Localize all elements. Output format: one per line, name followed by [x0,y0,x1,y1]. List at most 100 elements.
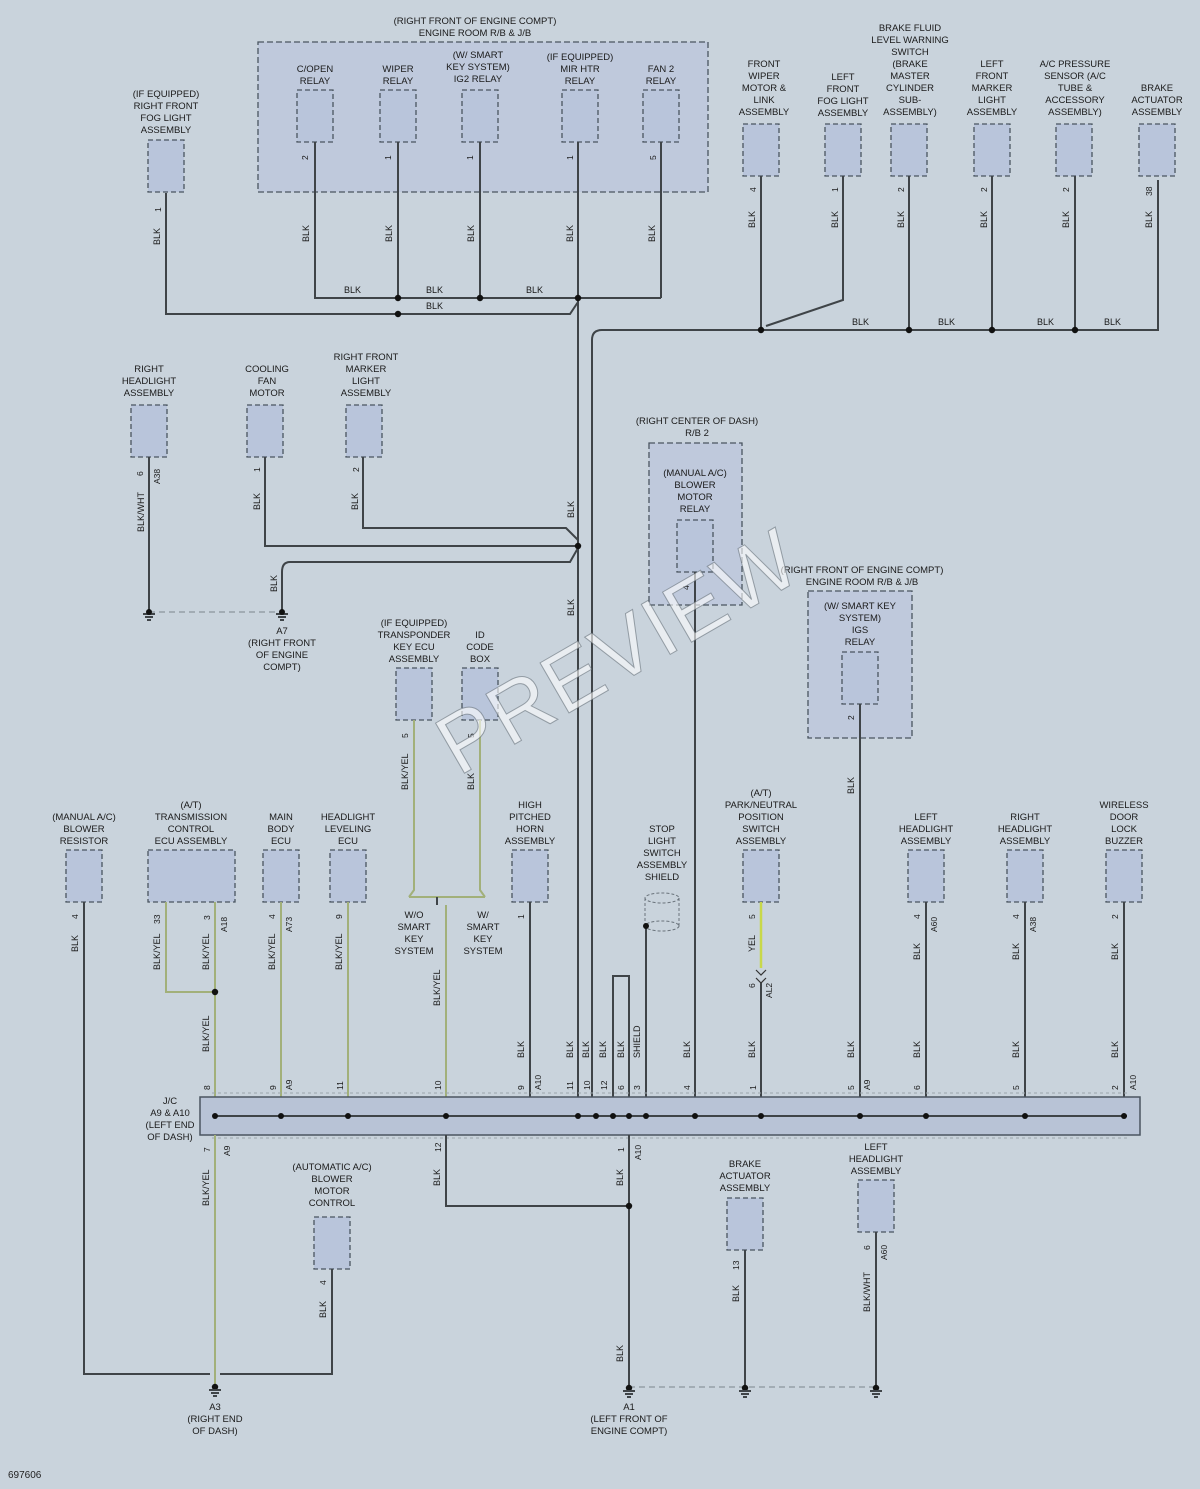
svg-text:W/: W/ [477,910,489,921]
below-jc-wiring: BLK/YEL BLK BLK BLK [201,1135,633,1387]
svg-text:BLK/YEL: BLK/YEL [201,1015,211,1052]
svg-text:1: 1 [383,155,393,160]
svg-text:HEADLIGHT: HEADLIGHT [899,824,954,835]
svg-text:MARKER: MARKER [346,364,387,375]
svg-text:2: 2 [846,715,856,720]
svg-text:LEFT: LEFT [914,812,937,823]
svg-text:RELAY: RELAY [845,637,876,648]
high-pitched-horn: HIGH PITCHED HORN ASSEMBLY 1 BLK [505,800,556,1100]
svg-text:MOTOR: MOTOR [249,388,284,399]
svg-text:BLK: BLK [426,301,443,311]
svg-text:4: 4 [912,914,922,919]
svg-text:FRONT: FRONT [748,59,781,70]
svg-text:LEVELING: LEVELING [325,824,371,835]
svg-text:BLOWER: BLOWER [63,824,104,835]
svg-text:MOTOR &: MOTOR & [742,83,787,94]
svg-text:4: 4 [70,914,80,919]
svg-text:3: 3 [202,915,212,920]
svg-text:SWITCH: SWITCH [891,47,929,58]
svg-text:BLK: BLK [70,935,80,952]
svg-text:1: 1 [153,207,163,212]
svg-text:5: 5 [400,733,410,738]
svg-text:WIRELESS: WIRELESS [1099,800,1148,811]
svg-text:A38: A38 [1028,917,1038,932]
svg-text:BLK/WHT: BLK/WHT [862,1271,872,1312]
svg-text:4: 4 [267,914,277,919]
svg-text:SWITCH: SWITCH [643,848,681,859]
svg-text:KEY SYSTEM): KEY SYSTEM) [446,62,510,73]
svg-text:A3: A3 [209,1402,221,1413]
svg-text:BLK: BLK [846,1041,856,1058]
svg-text:BRAKE FLUID: BRAKE FLUID [879,23,941,34]
svg-text:12: 12 [599,1080,609,1090]
svg-text:BLK/YEL: BLK/YEL [152,933,162,970]
svg-text:BLK/YEL: BLK/YEL [334,933,344,970]
svg-text:5: 5 [846,1085,856,1090]
svg-text:4: 4 [1011,914,1021,919]
svg-text:BOX: BOX [470,654,491,665]
svg-text:PITCHED: PITCHED [509,812,551,823]
svg-text:BLOWER: BLOWER [674,480,715,491]
automatic-ac-blower-motor-control: (AUTOMATIC A/C) BLOWER MOTOR CONTROL 4 B… [220,1162,372,1375]
svg-text:FRONT: FRONT [827,84,860,95]
svg-text:OF ENGINE: OF ENGINE [256,650,308,661]
svg-text:RELAY: RELAY [646,76,677,87]
svg-text:ASSEMBLY): ASSEMBLY) [1048,107,1102,118]
svg-text:LINK: LINK [753,95,775,106]
svg-text:ASSEMBLY: ASSEMBLY [389,654,440,665]
svg-text:A60: A60 [879,1245,889,1260]
svg-text:ECU: ECU [338,836,358,847]
svg-text:COOLING: COOLING [245,364,289,375]
mir-htr-relay: (IF EQUIPPED) MIR HTR RELAY 1 [547,52,614,160]
svg-text:BLK/YEL: BLK/YEL [267,933,277,970]
svg-text:WIPER: WIPER [748,71,779,82]
svg-text:IGS: IGS [852,625,868,636]
svg-text:9: 9 [334,914,344,919]
svg-text:BUZZER: BUZZER [1105,836,1143,847]
svg-text:RELAY: RELAY [565,76,596,87]
svg-text:ASSEMBLY: ASSEMBLY [341,388,392,399]
svg-text:SUB-: SUB- [899,95,922,106]
svg-text:A7: A7 [276,626,288,637]
svg-text:6: 6 [616,1085,626,1090]
svg-text:1: 1 [465,155,475,160]
svg-text:38: 38 [1144,186,1154,196]
svg-text:LEVEL WARNING: LEVEL WARNING [871,35,948,46]
svg-text:BLK: BLK [516,1041,526,1058]
svg-text:(W/ SMART KEY: (W/ SMART KEY [824,601,897,612]
svg-text:12: 12 [433,1142,443,1152]
svg-text:A73: A73 [284,917,294,932]
svg-text:KEY ECU: KEY ECU [393,642,435,653]
svg-text:FOG LIGHT: FOG LIGHT [817,96,868,107]
igs-relay: (RIGHT FRONT OF ENGINE COMPT) ENGINE ROO… [781,565,943,1100]
svg-text:BLK: BLK [566,599,576,616]
svg-text:SYSTEM: SYSTEM [463,946,502,957]
svg-text:BLK/YEL: BLK/YEL [432,969,442,1006]
blower-resistor: (MANUAL A/C) BLOWER RESISTOR 4 BLK [52,812,210,1375]
svg-text:11: 11 [565,1081,575,1090]
svg-text:BLK: BLK [682,1041,692,1058]
svg-text:CONTROL: CONTROL [309,1198,355,1209]
svg-text:WIPER: WIPER [382,64,413,75]
svg-text:ASSEMBLY: ASSEMBLY [736,836,787,847]
svg-text:5: 5 [648,155,658,160]
svg-text:2: 2 [1110,1085,1120,1090]
svg-text:BLK: BLK [526,285,543,295]
svg-text:FOG LIGHT: FOG LIGHT [140,113,191,124]
svg-text:W/O: W/O [405,910,424,921]
svg-text:BLK: BLK [565,225,575,242]
svg-text:(IF EQUIPPED): (IF EQUIPPED) [381,618,448,629]
svg-text:FAN 2: FAN 2 [648,64,674,75]
svg-text:ASSEMBLY: ASSEMBLY [967,107,1018,118]
svg-text:SMART: SMART [466,922,499,933]
svg-text:BLK: BLK [1104,317,1121,327]
svg-text:YEL: YEL [747,935,757,952]
svg-text:ASSEMBLY: ASSEMBLY [1132,107,1183,118]
top-group-title-1: (RIGHT FRONT OF ENGINE COMPT) [394,16,557,27]
figure-code: 697606 [8,1470,42,1481]
svg-text:BLK: BLK [912,943,922,960]
svg-text:DOOR: DOOR [1110,812,1139,823]
svg-text:BLK: BLK [466,773,476,790]
svg-text:10: 10 [433,1080,443,1090]
svg-text:5: 5 [466,733,476,738]
